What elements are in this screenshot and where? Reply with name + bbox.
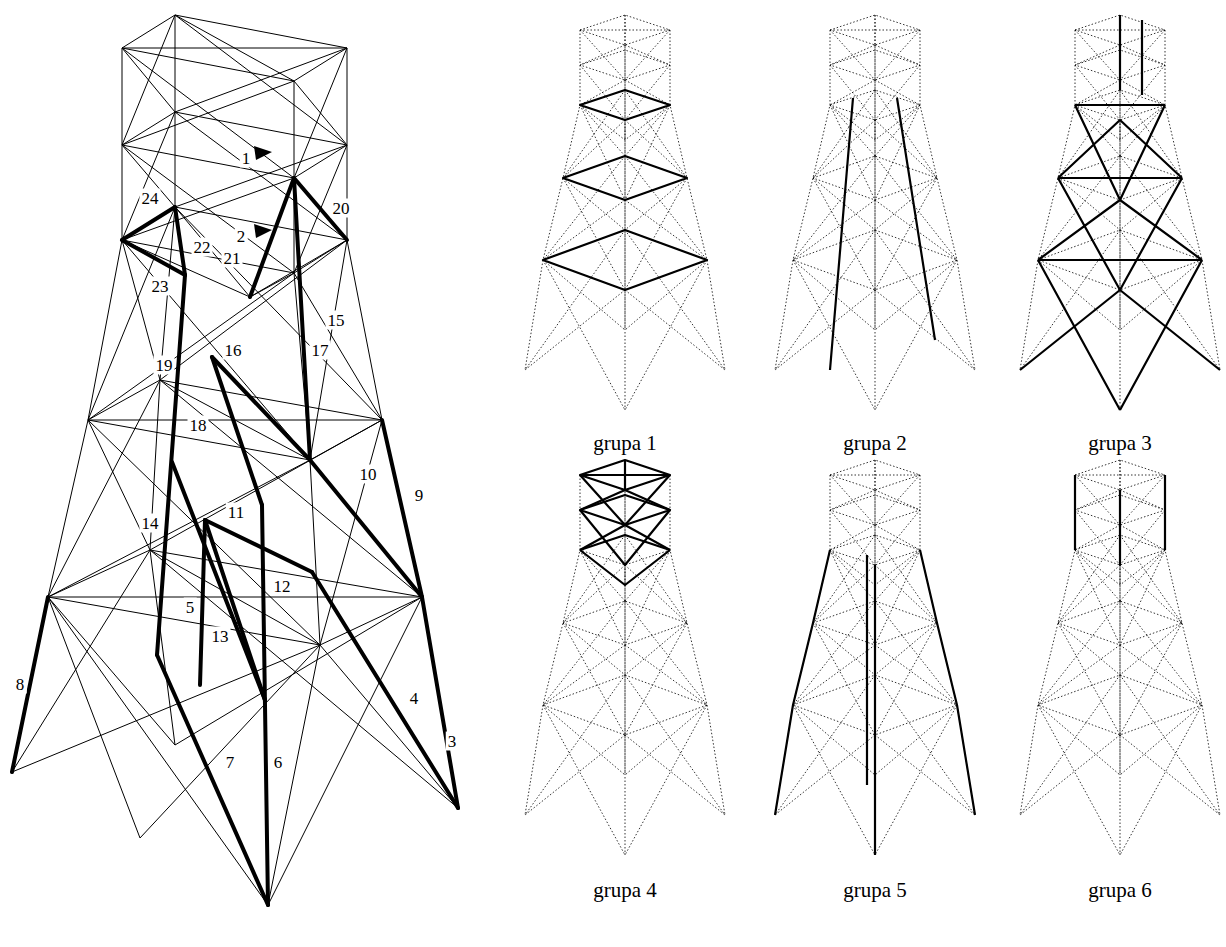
- member-number: 18: [188, 416, 209, 435]
- member-number: 15: [326, 311, 347, 330]
- member-number: 8: [14, 675, 27, 694]
- member-number: 24: [140, 189, 161, 208]
- member-number: 9: [413, 486, 426, 505]
- member-number: 13: [210, 627, 231, 646]
- group-caption: grupa 3: [1085, 432, 1155, 455]
- member-number: 16: [223, 341, 244, 360]
- member-number: 22: [192, 238, 213, 257]
- member-number: 6: [272, 753, 285, 772]
- member-number: 12: [272, 577, 293, 596]
- member-number: 11: [226, 503, 246, 522]
- group-caption: grupa 6: [1085, 879, 1155, 902]
- member-number: 19: [154, 356, 175, 375]
- member-number: 7: [224, 753, 237, 772]
- member-number: 23: [150, 277, 171, 296]
- member-number: 4: [408, 689, 421, 708]
- member-number: 5: [184, 598, 197, 617]
- group-caption: grupa 4: [590, 879, 660, 902]
- group-caption: grupa 5: [840, 879, 910, 902]
- member-number: 2: [235, 227, 248, 246]
- member-number: 1: [240, 149, 253, 168]
- group-caption: grupa 2: [840, 432, 910, 455]
- group-caption: grupa 1: [590, 432, 660, 455]
- member-number: 10: [358, 465, 379, 484]
- member-number: 20: [331, 199, 352, 218]
- member-number: 3: [446, 732, 459, 751]
- member-number: 21: [222, 249, 243, 268]
- member-number: 14: [140, 514, 161, 533]
- member-number: 17: [310, 341, 331, 360]
